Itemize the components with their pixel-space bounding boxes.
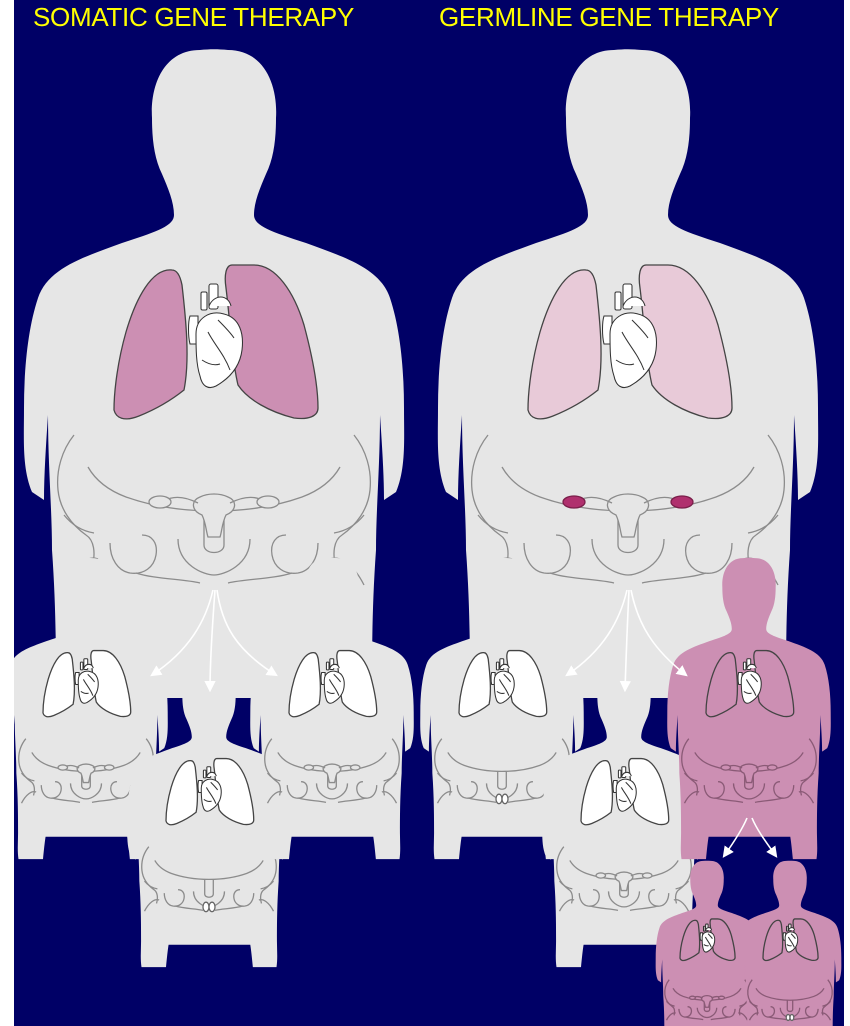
germline-grandchild-right-figure xyxy=(739,861,842,1026)
ovary-right xyxy=(350,765,359,770)
ovary-left xyxy=(304,765,313,770)
testes xyxy=(786,1015,794,1021)
somatic-gene-therapy-title: SOMATIC GENE THERAPY xyxy=(33,2,354,33)
ovary-right xyxy=(257,496,279,508)
diagram-background: SOMATIC GENE THERAPY GERMLINE GENE THERA… xyxy=(14,0,844,1026)
ovary-left xyxy=(596,873,605,878)
ovary-right xyxy=(671,496,693,508)
ovary-left xyxy=(58,765,67,770)
ovary-right xyxy=(104,765,113,770)
ovary-left xyxy=(721,765,730,770)
ovary-left xyxy=(689,996,695,999)
germline-gene-therapy-title: GERMLINE GENE THERAPY xyxy=(439,2,779,33)
ovary-right xyxy=(719,996,725,999)
ovary-right xyxy=(642,873,651,878)
diagram-artwork xyxy=(14,0,844,1026)
ovary-left xyxy=(563,496,585,508)
ovary-right xyxy=(767,765,776,770)
ovary-left xyxy=(149,496,171,508)
